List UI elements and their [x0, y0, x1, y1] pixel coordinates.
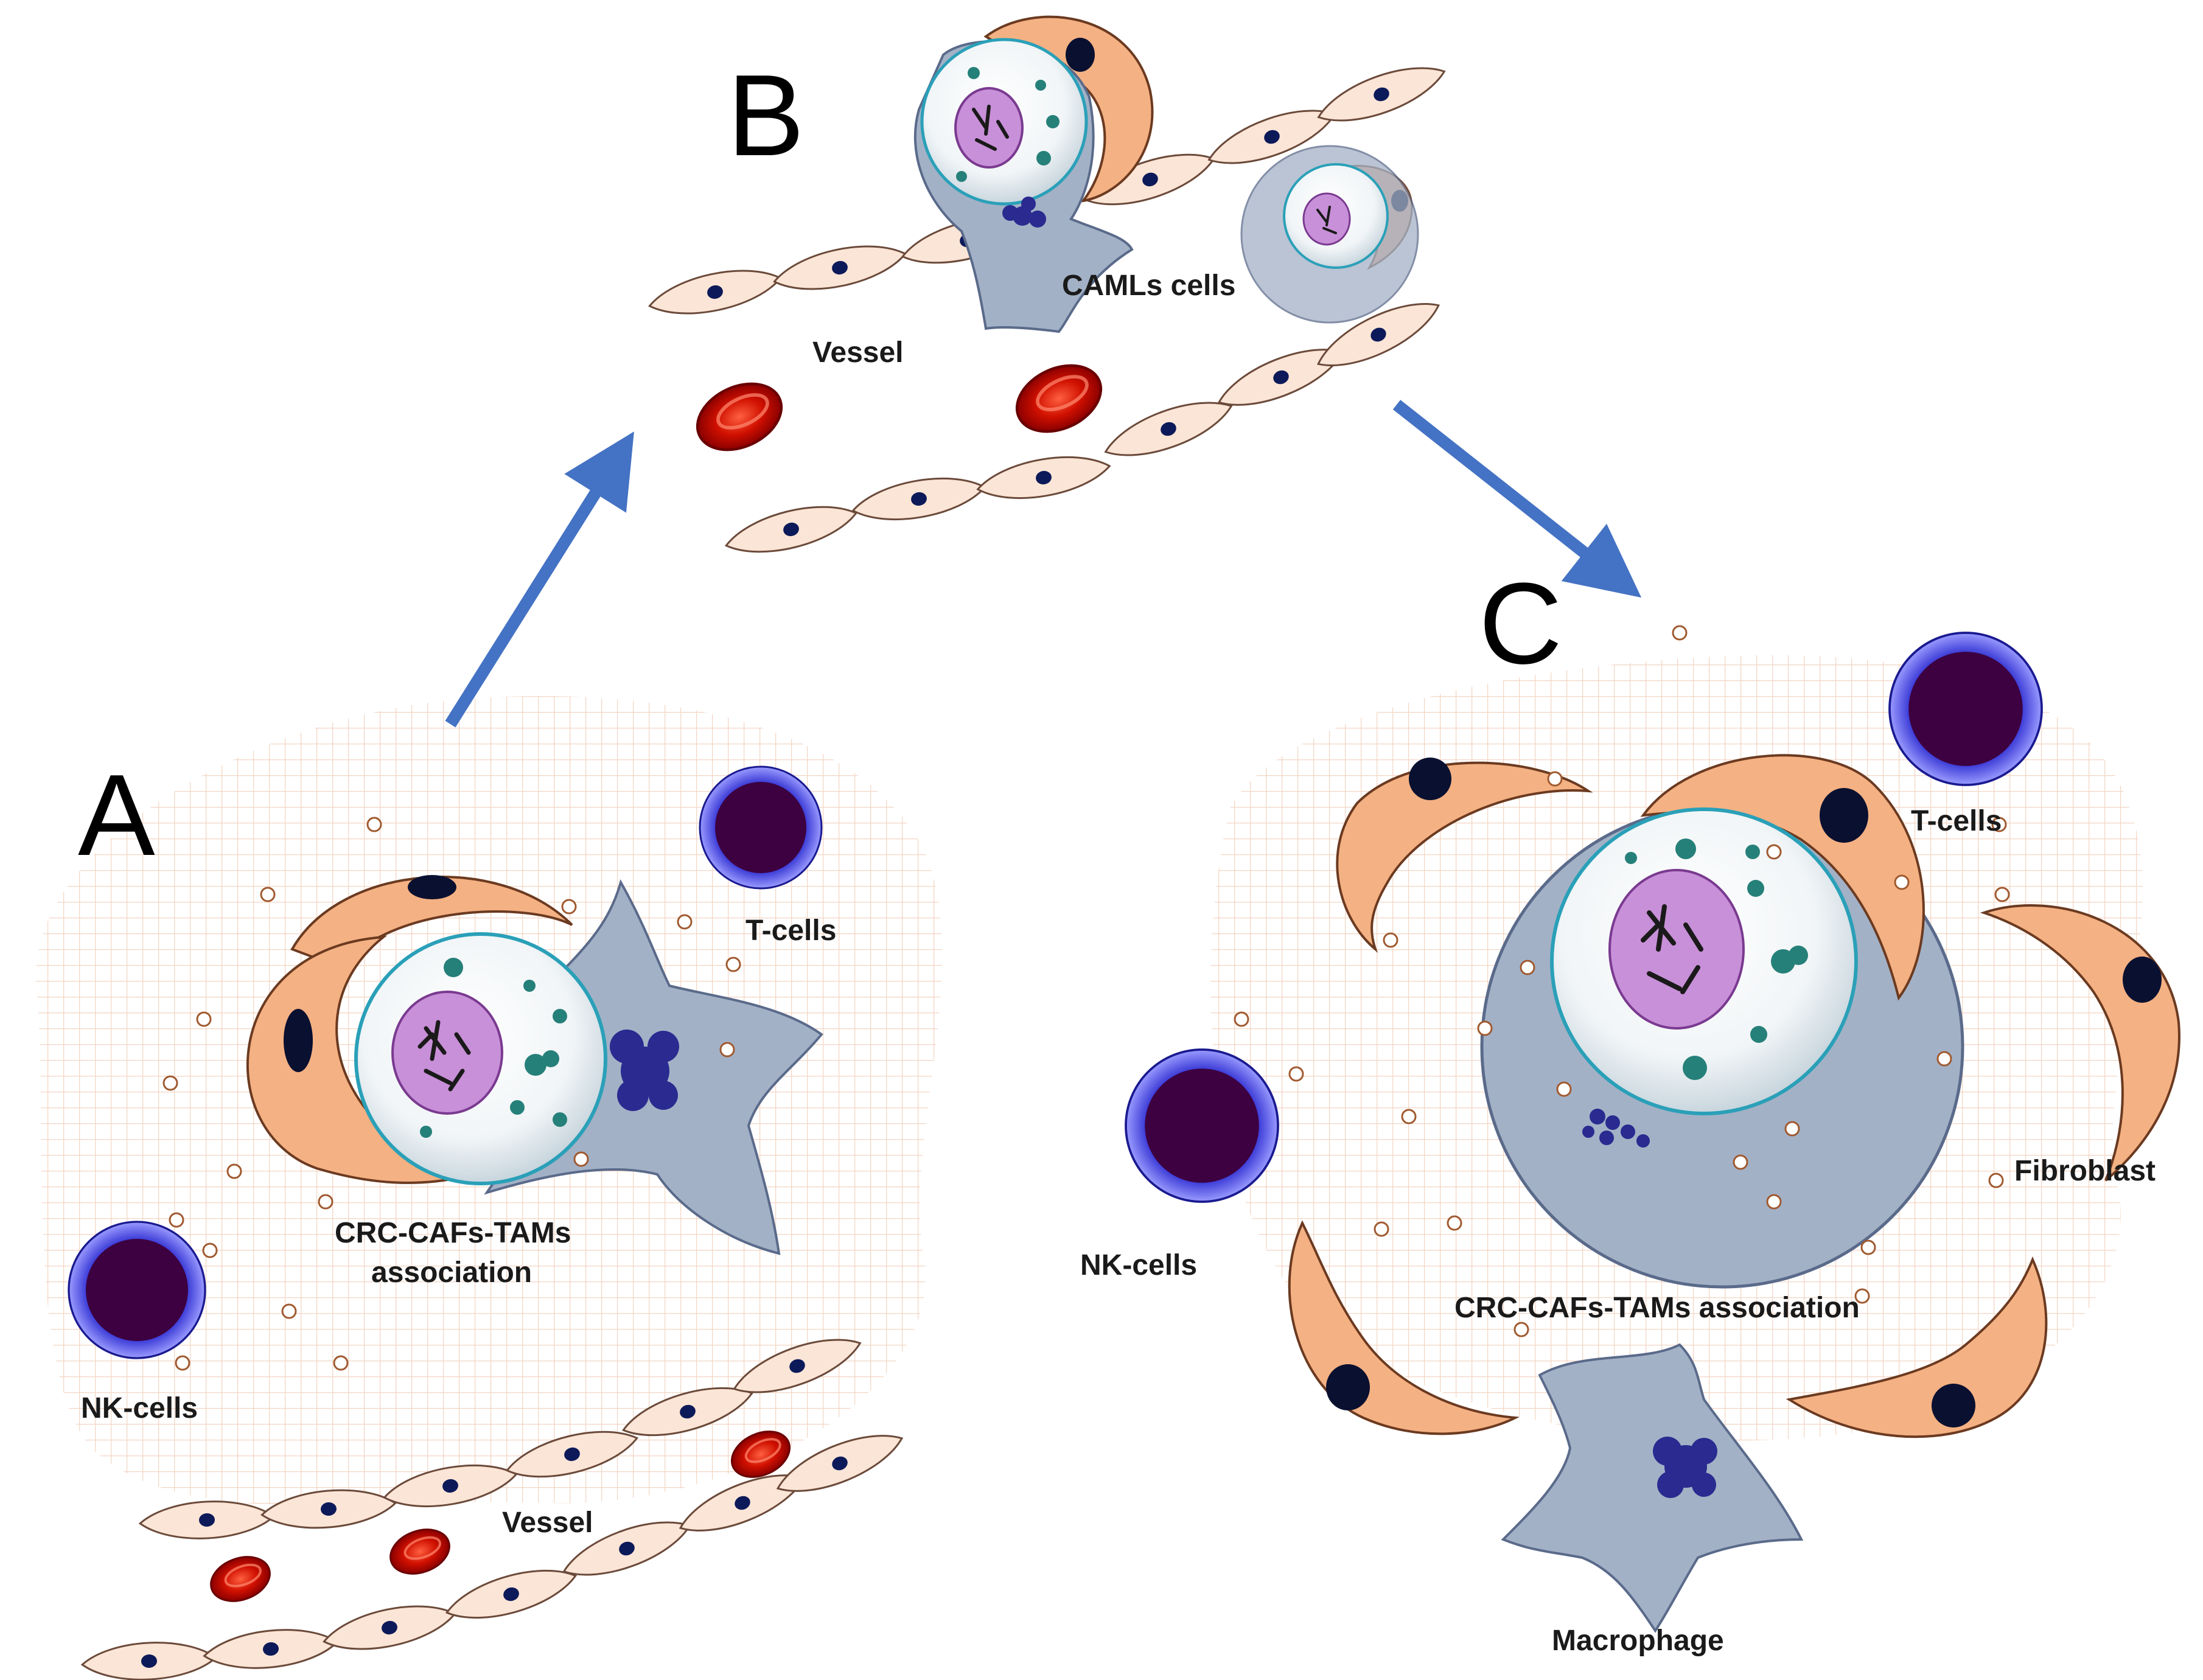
label-vessel-a: Vessel	[502, 1507, 593, 1539]
chromatin-c	[1641, 904, 1703, 994]
label-crc-c: CRC-CAFs-TAMs association	[1454, 1292, 1860, 1324]
caml-b1-nucleus	[954, 87, 1024, 169]
nk-cell-c	[1125, 1048, 1279, 1203]
label-macrophage: Macrophage	[1552, 1625, 1724, 1657]
vessel-b-wall-bottom	[721, 288, 1448, 565]
caf-a-left	[246, 935, 475, 1184]
red-blood-cell-a2	[383, 1520, 457, 1583]
caml-b1-mac-nucleus	[1002, 197, 1046, 228]
macrophage-a-nucleus	[610, 1030, 679, 1111]
panel-label-b: B	[727, 51, 805, 180]
caf-c-bottomright	[1786, 1256, 2048, 1438]
granules-c	[1625, 838, 1808, 1080]
granules-a	[420, 958, 567, 1138]
caf-a-left-nucleus	[284, 1009, 313, 1072]
tumor-nucleus-c	[1608, 869, 1745, 1030]
macrophage-c-small-nucleus	[1653, 1437, 1717, 1498]
caf-c-topleft-nucleus	[1409, 758, 1451, 800]
caml-b1-fibroblast-nucleus	[1066, 38, 1095, 72]
caf-a-top-nucleus	[408, 875, 456, 899]
tumor-nucleus-a	[391, 991, 503, 1115]
panel-a: A T-cells CRC-CAFs-TAMs association NK-c…	[36, 695, 943, 1680]
macrophage-c-small	[1501, 1343, 1804, 1633]
caf-c-bottomright-nucleus	[1932, 1384, 1975, 1427]
arrow-b-to-c	[1392, 400, 1642, 598]
caml-b1-granules	[956, 67, 1060, 182]
caf-c-attached-nucleus	[1820, 788, 1868, 843]
chromatin-a	[417, 1020, 471, 1092]
label-vessel-b: Vessel	[812, 336, 903, 369]
label-nk-cells-c: NK-cells	[1080, 1249, 1197, 1281]
label-camls-cells: CAMLs cells	[1062, 270, 1235, 302]
caf-c-right-nucleus	[2123, 957, 2162, 1003]
nk-cell-a	[68, 1221, 206, 1359]
caml-b1-chromatin	[972, 105, 1009, 151]
arrow-a-to-b	[445, 431, 634, 728]
caf-c-bottomleft-nucleus	[1326, 1364, 1370, 1410]
label-nk-cells-a: NK-cells	[81, 1392, 198, 1424]
label-t-cells-a: T-cells	[745, 915, 836, 947]
t-cell-c	[1888, 632, 2043, 786]
caml-b1-fibroblast	[983, 15, 1154, 203]
red-blood-cell-a1	[203, 1547, 278, 1611]
caf-c-topleft	[1336, 761, 1593, 953]
label-t-cells-c: T-cells	[1911, 805, 2002, 837]
panel-c: C T-cells NK-cells Fibroblast CRC-CAFs-T…	[1080, 559, 2180, 1657]
panel-label-c: C	[1479, 559, 1562, 688]
label-crc-a-line1: CRC-CAFs-TAMs	[335, 1217, 571, 1249]
label-crc-a-line2: association	[371, 1257, 532, 1289]
panel-label-a: A	[78, 751, 155, 880]
red-blood-cell-b2	[1006, 353, 1111, 445]
panel-b: B CAMLs cells Vessel	[644, 15, 1452, 565]
red-blood-cell-b1	[686, 371, 792, 463]
t-cell-a	[699, 765, 823, 890]
macrophage-c-nucleus	[1582, 1109, 1650, 1148]
caml-b2-chromatin	[1316, 206, 1337, 234]
label-fibroblast: Fibroblast	[2014, 1155, 2156, 1187]
